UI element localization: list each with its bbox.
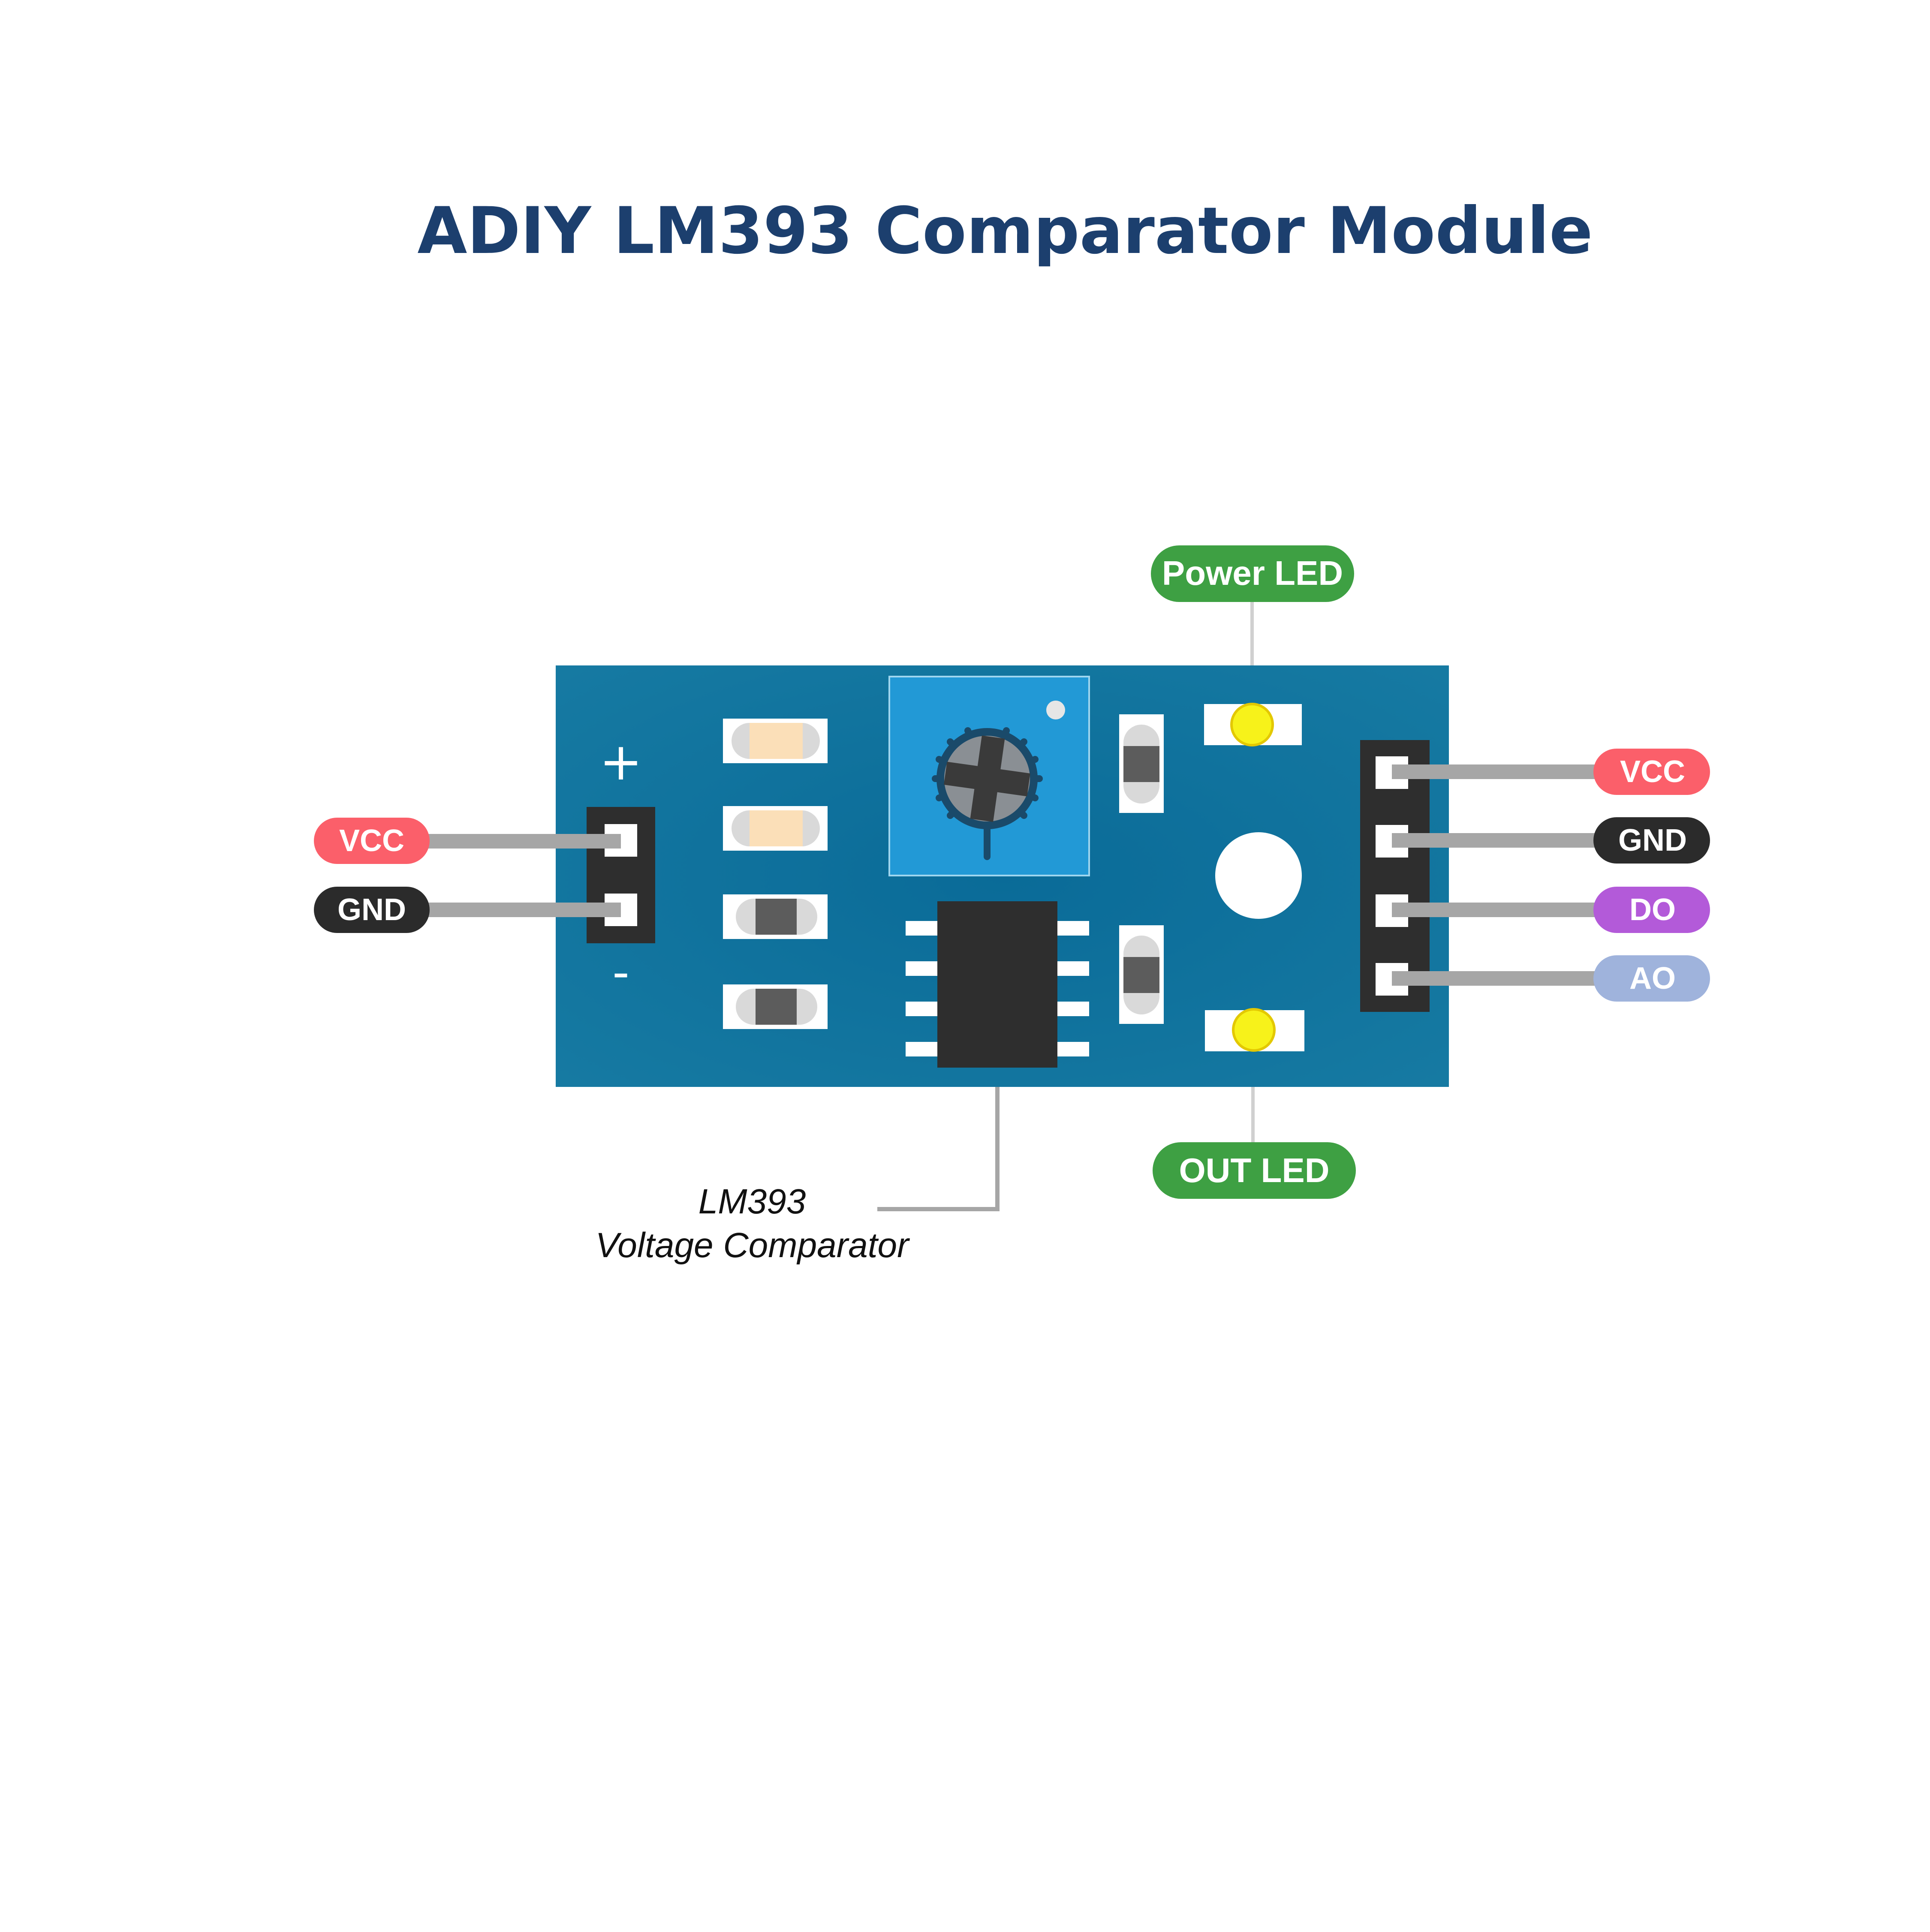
- left-label-vcc-text: VCC: [339, 824, 404, 858]
- gnd-pill: [314, 887, 430, 933]
- smd-resistor-4: [1119, 925, 1164, 1024]
- right-label-vcc: VCC: [1593, 749, 1710, 795]
- power-led-label: Power LED: [1151, 545, 1354, 602]
- smd-resistor-1: [723, 894, 828, 939]
- power-led-pill: [1151, 545, 1354, 602]
- page-title: ADIY LM393 Comparator Module: [417, 194, 1593, 268]
- left-label-gnd-text: GND: [337, 893, 406, 927]
- out-led-pill: [1153, 1142, 1356, 1199]
- right-label-ao: AO: [1593, 955, 1710, 1002]
- gnd-pill: [1593, 817, 1710, 864]
- chip-label-line1: LM393: [699, 1182, 806, 1221]
- smd-capacitor-1: [723, 719, 828, 763]
- vcc-pill: [1593, 749, 1710, 795]
- right-label-vcc-text: VCC: [1620, 755, 1685, 789]
- mounting-hole: [1215, 832, 1302, 919]
- smd-capacitor-2: [723, 806, 828, 851]
- out-led: [1205, 1008, 1304, 1052]
- vcc-pill: [314, 818, 430, 864]
- right-label-do-text: DO: [1629, 893, 1676, 927]
- out-led-label-text: OUT LED: [1179, 1151, 1329, 1189]
- do-pill: [1593, 887, 1710, 933]
- smd-resistor-3: [1119, 714, 1164, 813]
- power-led: [1204, 703, 1302, 746]
- left-label-vcc: VCC: [314, 818, 430, 864]
- left-label-gnd: GND: [314, 887, 430, 933]
- right-label-do: DO: [1593, 887, 1710, 933]
- out-led-label: OUT LED: [1153, 1142, 1356, 1199]
- right-label-gnd: GND: [1593, 817, 1710, 864]
- ao-pill: [1593, 955, 1710, 1002]
- chip-leader: [877, 1087, 1000, 1211]
- lm393-chip: [906, 901, 1089, 1068]
- plus-marking: +: [599, 732, 643, 792]
- right-label-ao-text: AO: [1629, 961, 1676, 996]
- right-label-gnd-text: GND: [1618, 823, 1687, 858]
- potentiometer: [888, 676, 1090, 876]
- potentiometer-knob: [932, 727, 1043, 860]
- smd-resistor-2: [723, 984, 828, 1029]
- power-led-label-text: Power LED: [1162, 554, 1343, 592]
- minus-marking: -: [612, 945, 629, 999]
- chip-label-line2: Voltage Comparator: [596, 1226, 910, 1265]
